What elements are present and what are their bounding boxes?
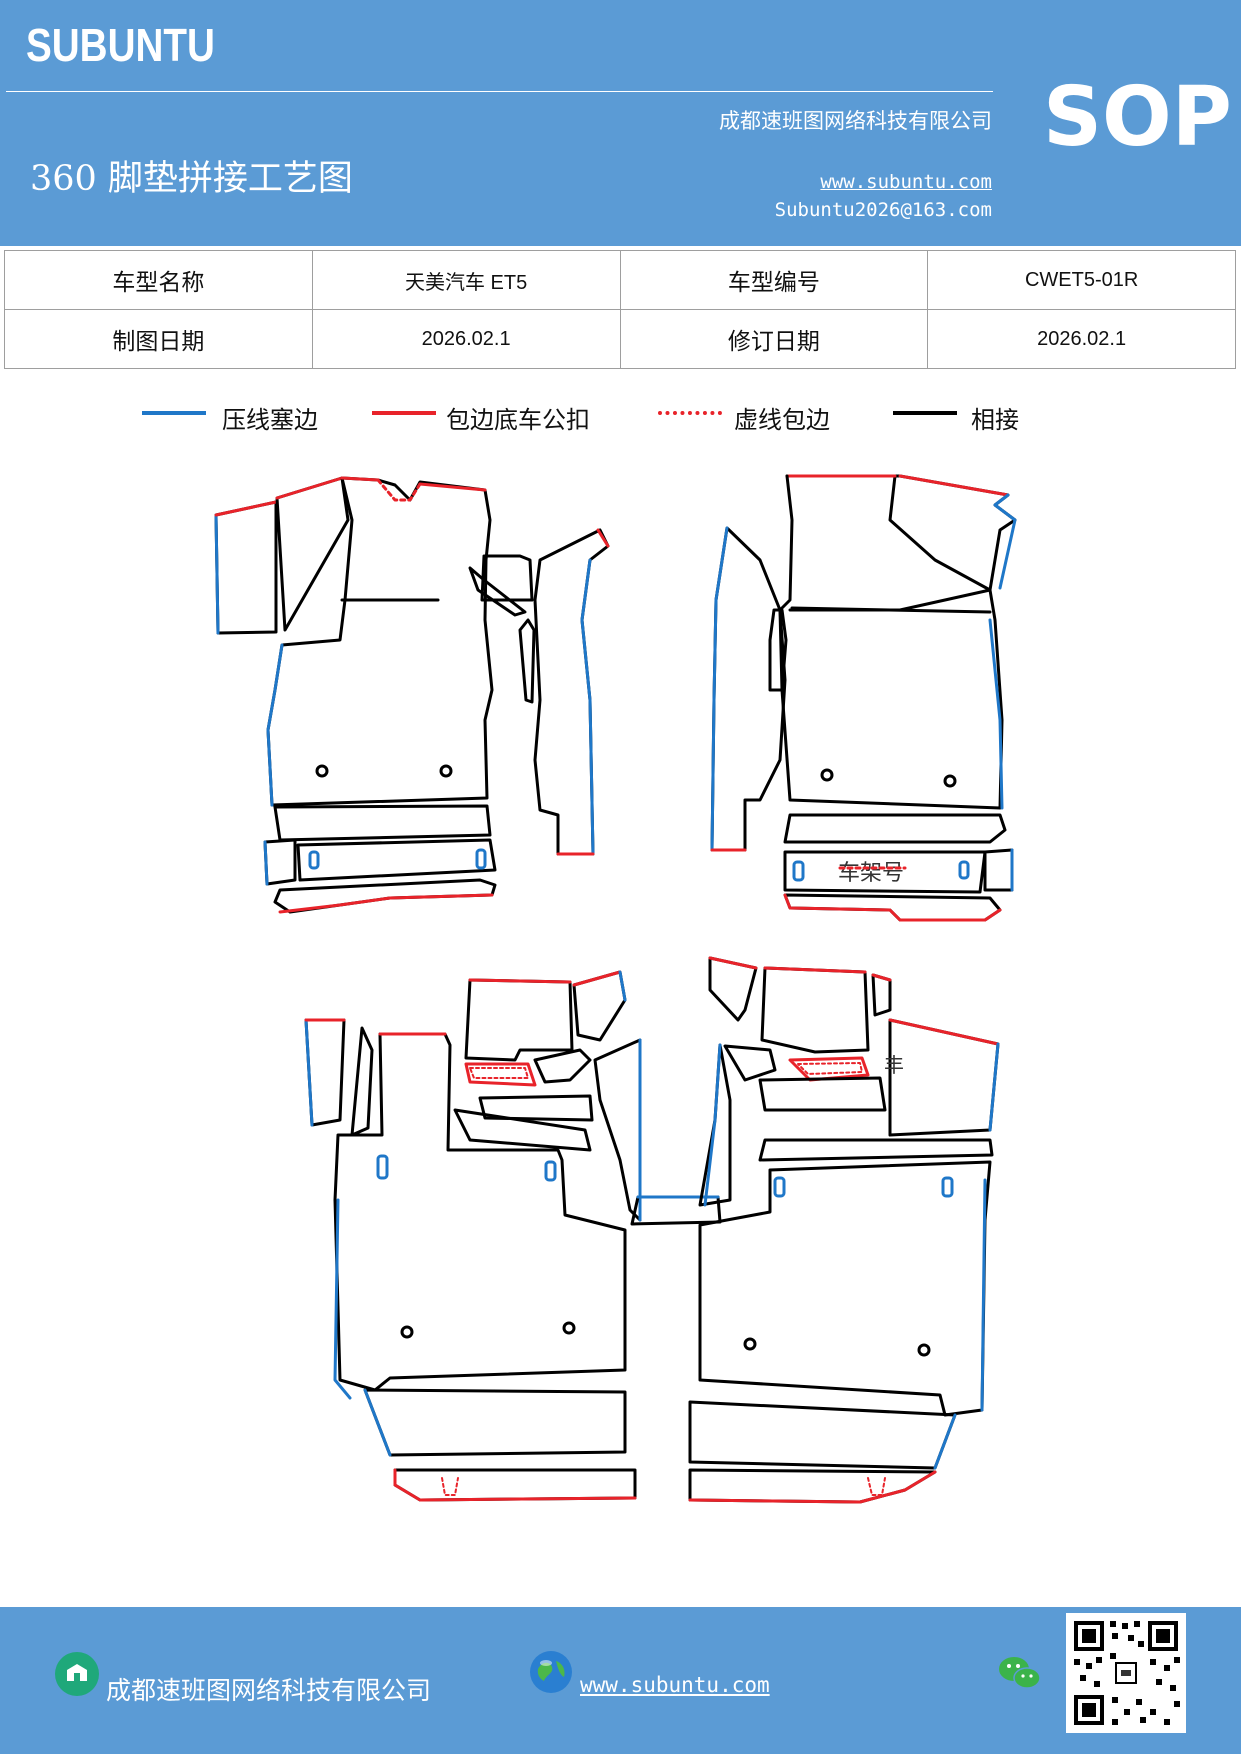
sop-badge: SOP (1043, 70, 1232, 165)
legend-label: 相接 (971, 406, 1019, 434)
globe-icon (528, 1649, 574, 1699)
table-cell: 车型名称 (4, 250, 313, 310)
legend-swatch (893, 411, 957, 415)
header-divider (6, 91, 993, 92)
diagram-fragment-label: 丰 (884, 1053, 904, 1077)
footer-banner: 成都速班图网络科技有限公司 www.subuntu.com (0, 1607, 1241, 1754)
table-cell: 2026.02.1 (927, 309, 1236, 369)
frame-number-label: 车架号 (838, 861, 904, 886)
table-cell: CWET5-01R (927, 250, 1236, 310)
info-table: 车型名称 天美汽车 ET5 车型编号 CWET5-01R 制图日期 2026.0… (4, 250, 1236, 369)
table-row: 制图日期 2026.02.1 修订日期 2026.02.1 (4, 309, 1236, 369)
legend-label: 压线塞边 (222, 406, 318, 434)
table-row: 车型名称 天美汽车 ET5 车型编号 CWET5-01R (4, 250, 1236, 310)
legend-swatch (658, 411, 722, 415)
rear-right-mat-group: 丰 (688, 956, 1000, 1504)
footer-website-link[interactable]: www.subuntu.com (580, 1673, 770, 1697)
table-cell: 2026.02.1 (311, 309, 621, 369)
company-name: 成都速班图网络科技有限公司 (719, 109, 992, 133)
header-banner: SUBUNTU SOP 成都速班图网络科技有限公司 360 脚垫拼接工艺图 ww… (0, 0, 1241, 246)
table-cell: 修订日期 (619, 309, 929, 369)
table-cell: 制图日期 (4, 309, 313, 369)
table-cell: 天美汽车 ET5 (311, 250, 621, 310)
brand-logo: SUBUNTU (26, 19, 215, 71)
document-title: 360 脚垫拼接工艺图 (30, 159, 353, 199)
front-left-mat-group (214, 476, 610, 914)
website-link[interactable]: www.subuntu.com (820, 171, 992, 193)
wechat-icon[interactable] (997, 1653, 1043, 1697)
legend: 压线塞边 包边底车公扣 虚线包边 相接 (0, 400, 1241, 440)
qr-code (1066, 1613, 1186, 1737)
legend-label: 包边底车公扣 (446, 406, 590, 434)
floor-mat-diagram: 车架号 (214, 474, 1017, 1504)
legend-swatch (372, 411, 436, 415)
footer-company-name: 成都速班图网络科技有限公司 (106, 1676, 432, 1705)
company-icon (54, 1651, 100, 1701)
front-right-mat-group: 车架号 (710, 474, 1017, 922)
legend-label: 虚线包边 (734, 406, 830, 434)
email-address: Subuntu2026@163.com (774, 199, 992, 221)
table-cell: 车型编号 (619, 250, 929, 310)
rear-left-mat-group (304, 970, 722, 1502)
legend-swatch (142, 411, 206, 415)
